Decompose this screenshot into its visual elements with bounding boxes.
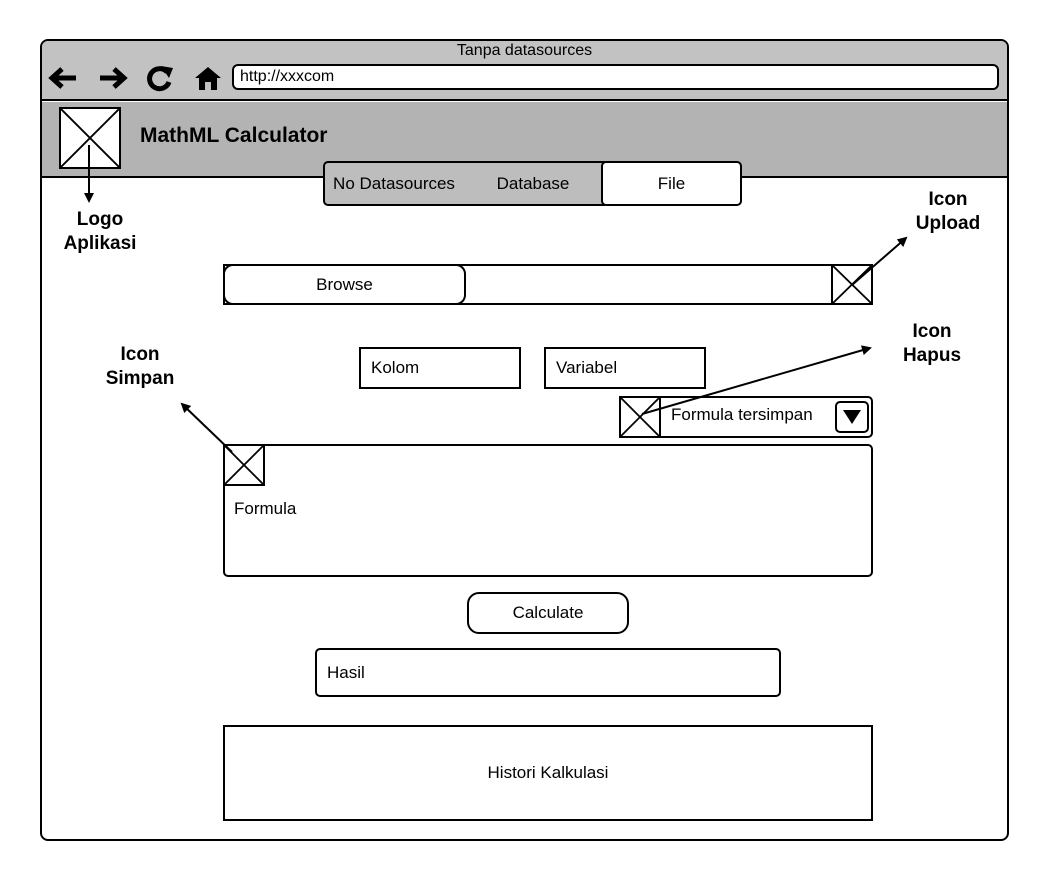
window-title: Tanpa datasources <box>456 42 593 59</box>
url-bar[interactable]: http://xxxcom <box>232 64 999 90</box>
calculation-history: Histori Kalkulasi <box>223 725 873 821</box>
app-title: MathML Calculator <box>140 124 328 147</box>
formula-placeholder: Formula <box>234 499 297 518</box>
tab-no-datasources[interactable]: No Datasources <box>323 161 465 206</box>
dropdown-selected: Formula tersimpan <box>671 405 813 424</box>
upload-icon[interactable] <box>831 264 873 305</box>
formula-input[interactable] <box>223 444 873 577</box>
reload-icon[interactable] <box>143 64 177 92</box>
browser-window: Tanpa datasources http://xxxcom <box>40 39 1009 841</box>
save-icon[interactable] <box>223 444 265 486</box>
browser-chrome: Tanpa datasources http://xxxcom <box>42 41 1007 101</box>
back-icon[interactable] <box>46 64 80 92</box>
delete-icon[interactable] <box>619 396 661 438</box>
home-icon[interactable] <box>191 64 225 92</box>
tab-database[interactable]: Database <box>463 161 605 206</box>
chevron-down-icon[interactable] <box>835 401 869 433</box>
kolom-field[interactable]: Kolom <box>359 347 521 389</box>
tab-file[interactable]: File <box>601 161 742 206</box>
variabel-field[interactable]: Variabel <box>544 347 706 389</box>
browse-button[interactable]: Browse <box>223 264 466 305</box>
forward-icon[interactable] <box>96 64 130 92</box>
app-logo-icon <box>59 107 121 169</box>
calculate-button[interactable]: Calculate <box>467 592 629 634</box>
result-field: Hasil <box>315 648 781 697</box>
